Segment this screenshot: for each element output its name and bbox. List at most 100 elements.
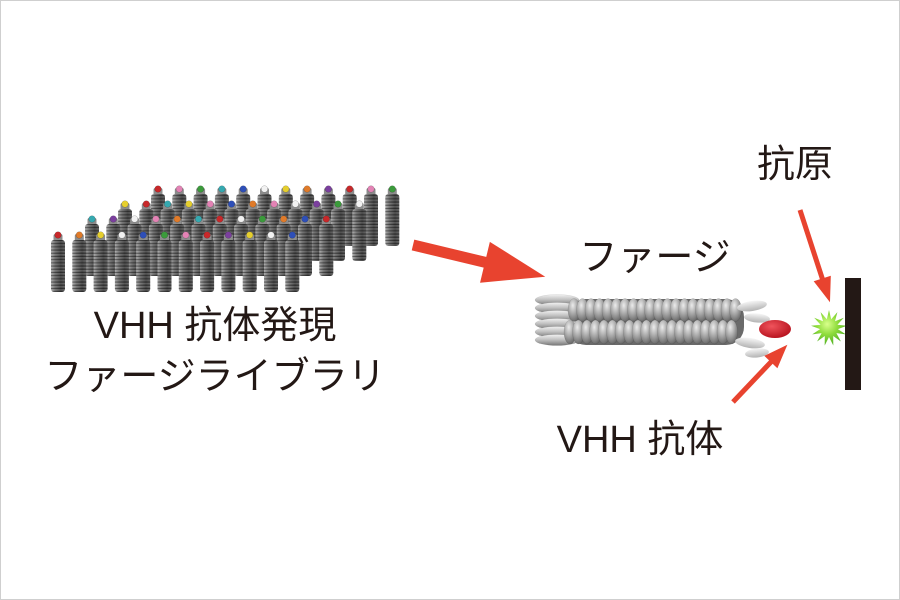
library-to-phage-arrow [411, 239, 546, 283]
library-label-line1: VHH 抗体発現 [94, 305, 337, 347]
library-phage-tip [367, 185, 375, 193]
library-phage [178, 231, 193, 292]
arrow-shaft [731, 358, 775, 404]
library-phage-tip [324, 185, 332, 193]
library-phage-ribs [51, 240, 65, 292]
library-phage-tip [237, 215, 245, 223]
library-phage-ribs [72, 240, 87, 292]
library-phage-tip [185, 200, 193, 208]
library-phage-ribs [319, 224, 334, 276]
library-phage-tip [131, 215, 139, 223]
library-phage-tip [197, 185, 205, 193]
library-phage-ribs [200, 240, 215, 292]
library-phage-tip [334, 200, 342, 208]
library-phage-tip [139, 231, 147, 239]
library-phage-tip [239, 185, 247, 193]
library-phage-tip [142, 200, 150, 208]
library-phage [298, 215, 312, 276]
library-phage-tip [249, 200, 257, 208]
phage-particle [534, 294, 770, 358]
library-phage-ribs [331, 209, 345, 261]
library-phage-ribs [221, 240, 236, 292]
library-phage-tip [355, 200, 363, 208]
library-phage [136, 231, 151, 292]
library-phage-ribs [298, 224, 312, 276]
library-phage-ribs [136, 240, 151, 292]
library-phage [200, 231, 215, 292]
library-phage [242, 231, 257, 292]
arrow-head [764, 344, 788, 369]
library-phage-tip [194, 215, 203, 223]
library-phage-tip [206, 200, 214, 208]
library-phage-tip [182, 231, 190, 239]
library-phage-tip [288, 231, 296, 239]
library-phage [221, 231, 236, 292]
library-phage-tip [258, 215, 266, 223]
library-phage-ribs [385, 194, 400, 246]
vhh-antibody-label: VHH 抗体 [557, 419, 724, 461]
library-phage [385, 185, 400, 246]
library-phage-ribs [352, 209, 367, 261]
library-phage-tip [203, 231, 211, 239]
library-phage-tip [109, 215, 117, 223]
library-phage-tip [346, 185, 354, 193]
library-phage-tip [160, 231, 169, 239]
library-phage-tip [260, 185, 269, 193]
phage-tip-protein [735, 337, 765, 349]
library-phage-tip [267, 231, 275, 239]
library-phage-tip [291, 200, 299, 208]
phage-library [51, 185, 400, 292]
immobilized-surface [845, 278, 861, 390]
library-phage-tip [118, 231, 126, 239]
library-phage [157, 231, 172, 292]
library-phage [285, 231, 300, 292]
library-phage-tip [175, 185, 183, 193]
library-phage-tip [88, 215, 96, 223]
library-phage [352, 200, 367, 261]
library-phage-ribs [285, 240, 300, 292]
library-phage-tip [173, 215, 181, 223]
library-phage-tip [313, 200, 321, 208]
library-phage-tip [154, 185, 162, 193]
library-phage-tip [301, 215, 309, 223]
library-phage-tip [270, 200, 278, 208]
phage-coat-segment [725, 319, 738, 345]
library-label-line2: ファージライブラリ [44, 356, 385, 398]
library-phage-tip [75, 231, 83, 239]
phage-tip-protein [745, 348, 769, 358]
library-phage-tip [224, 231, 232, 239]
phage-tip-protein [737, 300, 767, 312]
library-phage [51, 231, 65, 292]
library-phage-tip [121, 200, 129, 208]
library-phage-ribs [157, 240, 172, 292]
antigen-label: 抗原 [757, 144, 833, 186]
library-phage-ribs [364, 194, 378, 246]
library-phage-ribs [242, 240, 257, 292]
arrow-head [480, 241, 546, 283]
arrow-shaft [411, 239, 495, 270]
phage-label: ファージ [579, 237, 730, 279]
library-phage-ribs [264, 240, 278, 292]
library-phage-ribs [114, 240, 129, 292]
library-phage-tip [218, 185, 226, 193]
antigen-pointer-arrow [797, 209, 831, 303]
library-phage [114, 231, 129, 292]
library-phage-tip [152, 215, 160, 223]
library-phage-tip [322, 215, 330, 223]
vhh-pointer-arrow [731, 344, 788, 404]
vhh-antibody-domain [759, 320, 791, 338]
library-phage [364, 185, 378, 246]
library-phage-tip [280, 215, 288, 223]
library-phage-tip [164, 200, 172, 208]
library-phage-tip [303, 185, 311, 193]
arrow-shaft [797, 209, 826, 284]
arrow-head [813, 275, 831, 303]
library-phage [264, 231, 278, 292]
library-phage-ribs [93, 240, 108, 292]
phage-tip-protein [744, 313, 770, 323]
library-phage-ribs [178, 240, 193, 292]
library-phage [72, 231, 87, 292]
library-phage-tip [54, 231, 62, 239]
